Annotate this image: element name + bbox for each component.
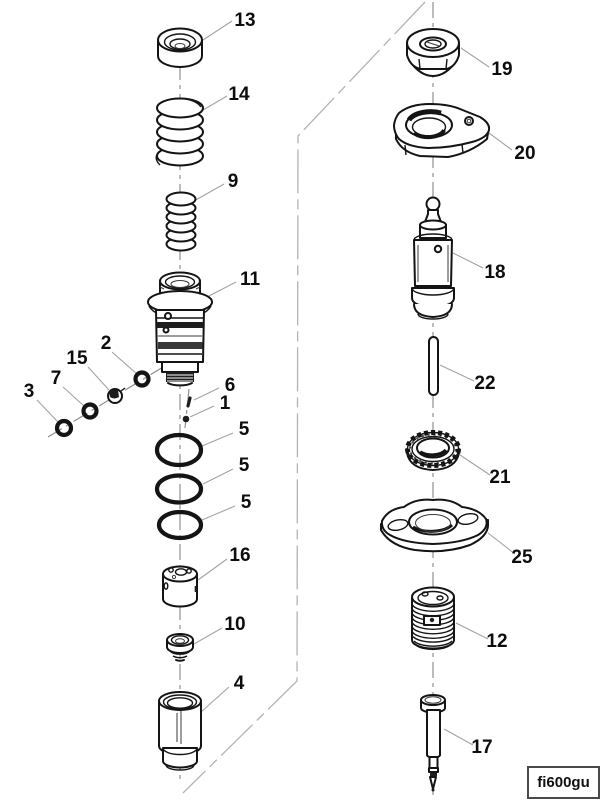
leader-line-1-9 bbox=[189, 405, 215, 418]
figure-code-box: fi600gu bbox=[527, 766, 600, 799]
part-5-o-ring-2 bbox=[154, 473, 204, 505]
callout-label-7-6: 7 bbox=[51, 368, 62, 389]
leader-line-20-17 bbox=[488, 132, 513, 151]
callout-label-5-10: 5 bbox=[239, 419, 250, 440]
leader-line-10-14 bbox=[193, 627, 223, 645]
part-3-o-ring bbox=[54, 418, 74, 438]
part-16-spacer bbox=[162, 565, 198, 608]
boundary-line bbox=[182, 1, 426, 794]
leader-line-17-23 bbox=[443, 728, 474, 746]
callout-label-3-7: 3 bbox=[24, 381, 35, 402]
callout-label-9-2: 9 bbox=[228, 171, 239, 192]
leader-line-5-11 bbox=[202, 468, 234, 485]
leader-line-13-0 bbox=[202, 20, 233, 41]
leader-line-16-13 bbox=[197, 558, 228, 581]
callout-label-4-15: 4 bbox=[234, 673, 245, 694]
part-12-threaded-sleeve bbox=[411, 586, 455, 651]
leader-line-15-5 bbox=[87, 366, 110, 391]
leader-line-7-6 bbox=[62, 386, 85, 407]
part-5-o-ring-3 bbox=[156, 509, 204, 541]
callout-label-19-16: 19 bbox=[491, 59, 512, 80]
leader-line-19-16 bbox=[460, 47, 490, 68]
part-14-spring-large bbox=[155, 97, 204, 167]
part-13-cap bbox=[157, 27, 203, 68]
callout-label-1-9: 1 bbox=[220, 393, 231, 414]
part-7-o-ring bbox=[81, 402, 99, 420]
callout-label-15-5: 15 bbox=[66, 348, 88, 369]
callout-label-10-14: 10 bbox=[224, 614, 245, 635]
leader-line-3-7 bbox=[36, 399, 59, 423]
part-5-o-ring-1 bbox=[154, 432, 204, 468]
part-22-push-rod bbox=[428, 336, 439, 396]
figure-code: fi600gu bbox=[537, 774, 590, 791]
callout-label-16-13: 16 bbox=[229, 545, 250, 566]
callout-label-12-22: 12 bbox=[486, 631, 507, 652]
callout-label-13-0: 13 bbox=[234, 10, 255, 31]
part-21-knurled-ring bbox=[405, 430, 461, 471]
callout-label-6-8: 6 bbox=[225, 375, 236, 396]
leader-line-5-10 bbox=[201, 432, 234, 447]
callout-label-21-20: 21 bbox=[489, 467, 511, 488]
callout-label-20-17: 20 bbox=[514, 143, 535, 164]
part-18-delivery-valve bbox=[411, 196, 455, 320]
leader-line-25-21 bbox=[487, 532, 516, 555]
callout-label-11-3: 11 bbox=[240, 269, 261, 290]
callout-label-17-23: 17 bbox=[471, 737, 492, 758]
leader-line-2-4 bbox=[111, 351, 138, 375]
callout-label-5-12: 5 bbox=[241, 492, 252, 513]
leader-line-4-15 bbox=[200, 686, 230, 713]
callout-label-25-21: 25 bbox=[511, 547, 533, 568]
part-25-mounting-flange bbox=[380, 498, 489, 553]
part-19-cap-nut bbox=[406, 28, 460, 77]
part-10-valve-seat bbox=[166, 633, 194, 662]
leader-line-11-3 bbox=[206, 281, 237, 298]
leader-line-5-12 bbox=[201, 505, 236, 521]
callout-label-14-1: 14 bbox=[228, 84, 250, 105]
part-15-plug bbox=[107, 387, 126, 404]
leader-line-9-2 bbox=[193, 183, 225, 202]
part-4-retaining-nut bbox=[158, 691, 202, 771]
part-9-spring-small bbox=[165, 191, 197, 252]
leader-line-22-19 bbox=[439, 364, 475, 382]
leader-line-12-22 bbox=[455, 622, 489, 640]
leader-line-18-18 bbox=[452, 252, 484, 269]
leader-line-6-8 bbox=[193, 387, 220, 401]
part-11-nozzle-holder-body bbox=[147, 271, 213, 387]
callout-label-18-18: 18 bbox=[484, 262, 505, 283]
callout-label-5-11: 5 bbox=[239, 455, 250, 476]
part-17-needle-valve bbox=[420, 694, 446, 792]
part-2-o-ring bbox=[133, 370, 151, 388]
part-1-ball bbox=[182, 415, 190, 423]
callout-label-22-19: 22 bbox=[474, 373, 495, 394]
part-20-clamp-flange bbox=[393, 103, 491, 158]
callout-label-2-4: 2 bbox=[101, 333, 112, 354]
part-6-pin bbox=[186, 396, 192, 408]
leader-line-21-20 bbox=[459, 454, 491, 476]
